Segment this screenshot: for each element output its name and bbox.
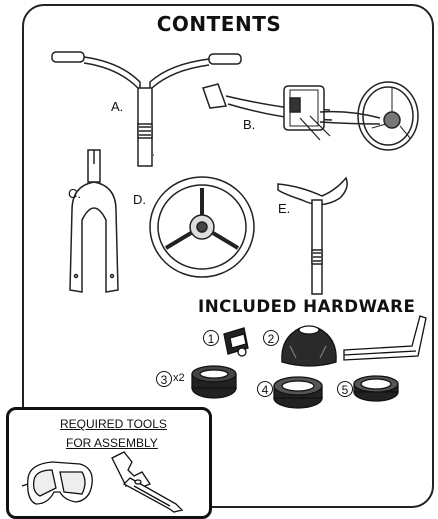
part-label-d: D.: [133, 192, 146, 207]
hardware-quantity-3: x2: [173, 372, 185, 384]
hardware-title: INCLUDED HARDWARE: [198, 297, 416, 317]
part-label-c: C.: [68, 186, 81, 201]
part-label-a: A.: [111, 99, 124, 114]
contents-frame: [22, 4, 434, 508]
hardware-number-1: 1: [203, 330, 219, 346]
hardware-number-4: 4: [257, 381, 273, 397]
part-label-e: E.: [278, 201, 291, 216]
hardware-number-5: 5: [337, 381, 353, 397]
tools-title-line1: REQUIRED TOOLS: [60, 417, 167, 431]
hardware-number-2: 2: [263, 330, 279, 346]
contents-title: CONTENTS: [156, 12, 282, 36]
part-label-b: B.: [243, 117, 256, 132]
tools-title-line2: FOR ASSEMBLY: [66, 436, 158, 450]
hardware-number-3: 3: [156, 371, 172, 387]
